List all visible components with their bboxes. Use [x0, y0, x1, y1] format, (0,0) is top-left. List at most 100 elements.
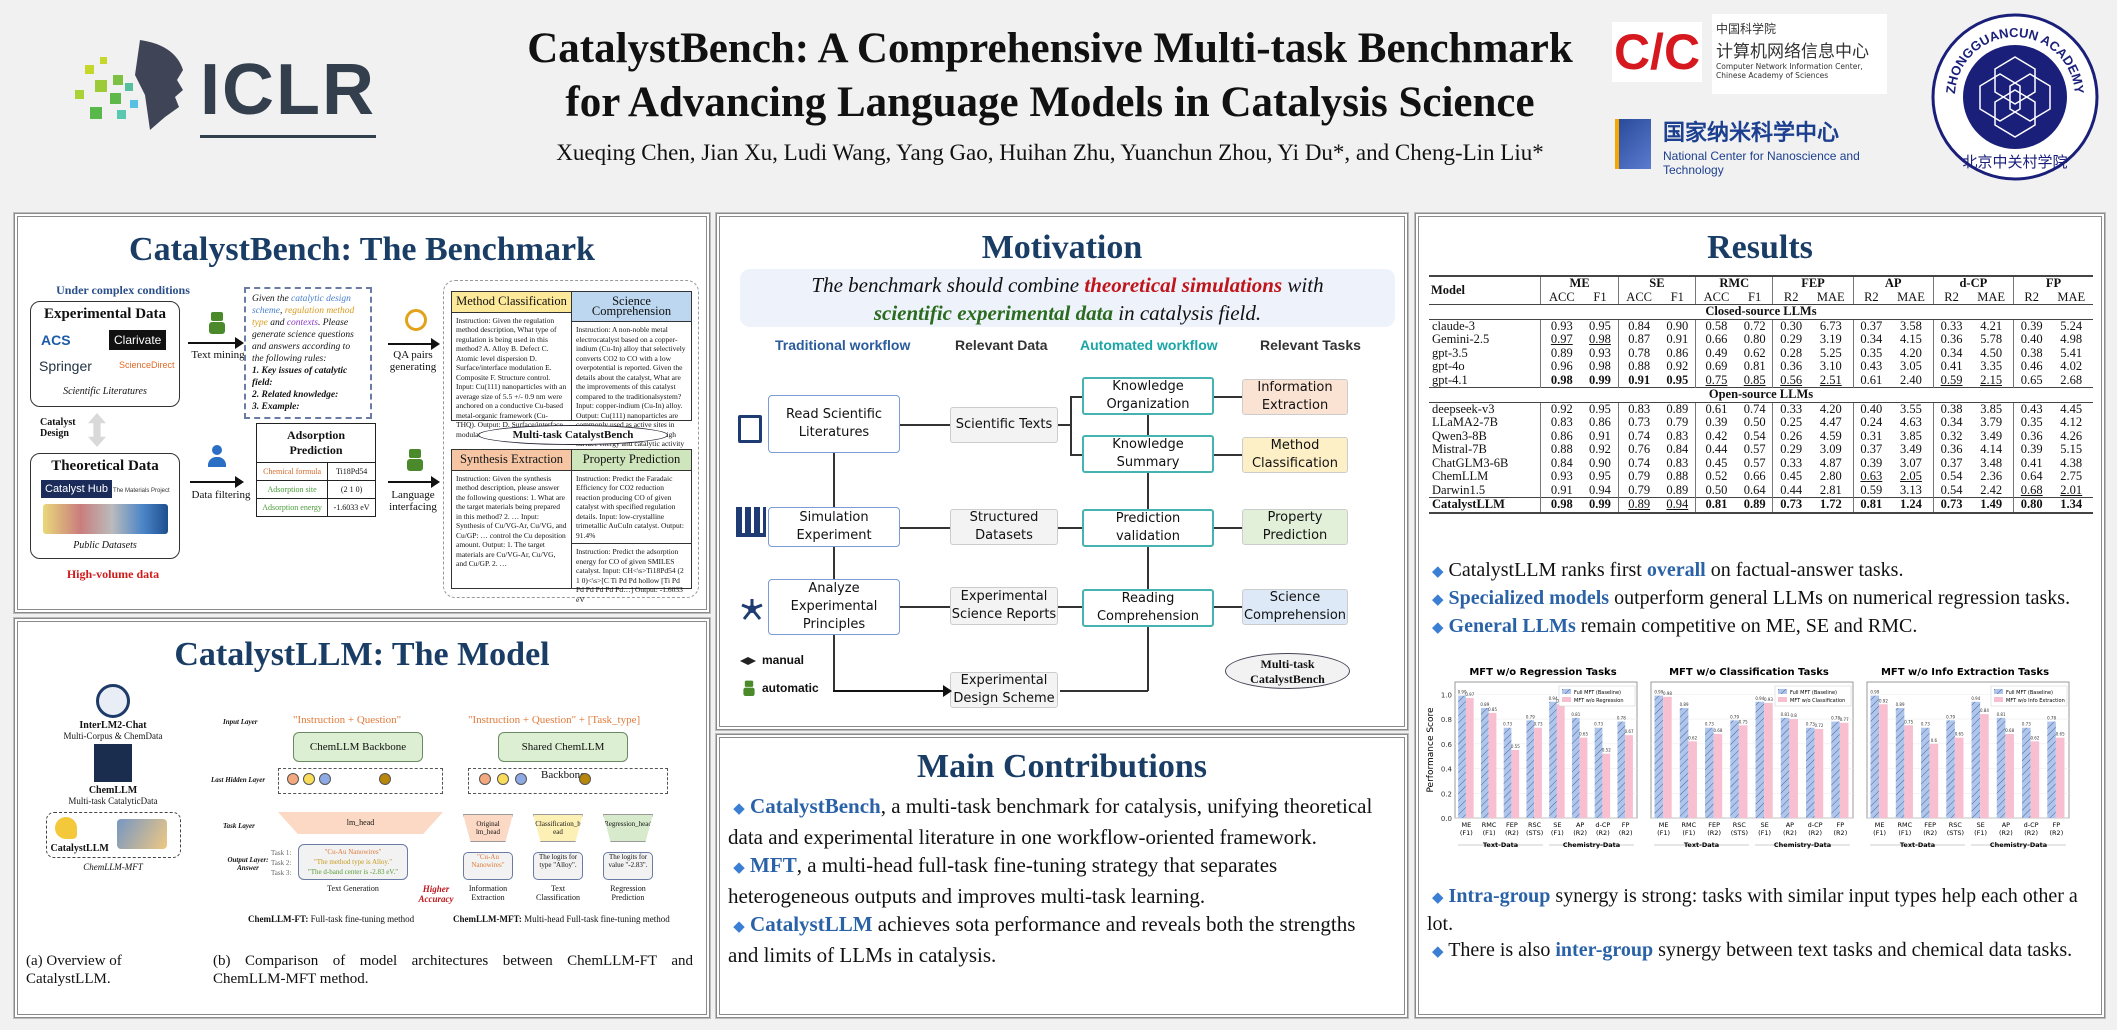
x-tick-label: SE — [1761, 821, 1769, 829]
column-data: Relevant Data — [955, 337, 1048, 353]
title-line-2: for Advancing Language Models in Catalys… — [565, 79, 1535, 126]
ncnst-cn-name: 国家纳米科学中心 — [1663, 121, 1840, 146]
iclr-logo: ICLR — [55, 35, 405, 138]
metric-value: 0.62 — [1743, 345, 1766, 360]
x-tick-label: d-CP — [1595, 821, 1610, 829]
auto-reading-comprehension: Reading Comprehension — [1082, 589, 1214, 627]
bar-ablation — [1929, 743, 1939, 818]
bar-baseline — [1679, 707, 1689, 818]
metric-value: 3.85 — [1900, 428, 1922, 443]
model-name: gpt-4o — [1432, 359, 1465, 373]
metric-value: 0.34 — [1932, 346, 1970, 360]
language-interfacing-label: Language interfacing — [389, 489, 437, 513]
data-design-scheme: Experimental Design Scheme — [950, 672, 1058, 708]
legend-swatch — [1994, 689, 2003, 694]
legend-swatch — [1562, 689, 1571, 694]
bar-value-label: 0.73 — [1806, 722, 1815, 727]
metric-value: 0.40 — [2012, 332, 2050, 347]
metric-value: 0.61 — [1852, 373, 1890, 388]
contributions-list: ◆ CatalystBench, a multi-task benchmark … — [728, 792, 1388, 969]
metric-value: 0.39 — [1852, 456, 1890, 470]
x-tick-label: (STS) — [1731, 829, 1748, 837]
x-tick-label: ME — [1875, 821, 1885, 829]
group-label: Open-source LLMs — [1429, 387, 2093, 403]
chemllm-logo-icon — [94, 744, 132, 782]
metric-value: 0.50 — [1695, 483, 1737, 498]
metric-value: 2.40 — [1900, 372, 1922, 387]
poster-title: CatalystBench: A Comprehensive Multi-tas… — [470, 22, 1630, 130]
ncnst-mark-icon — [1615, 119, 1651, 169]
metric-value: 6.73 — [1819, 318, 1842, 333]
molecule-network-icon — [740, 597, 764, 621]
x-tick-label: ME — [1659, 821, 1669, 829]
chart-title: MFT w/o Classification Tasks — [1669, 667, 1829, 678]
metric-value: 3.19 — [1819, 332, 1842, 346]
auto-prediction-validation: Prediction validation — [1082, 509, 1214, 547]
x-tick-label: RSC — [1733, 821, 1747, 829]
metric-value: 0.83 — [1666, 428, 1689, 443]
legend-label: Full MFT (Baseline) — [1790, 690, 1837, 696]
bar-value-label: 0.73 — [1705, 722, 1714, 727]
metric-value: 4.50 — [1980, 345, 2003, 360]
metric-value: 0.79 — [1666, 415, 1689, 429]
metric-header: R2 — [1932, 290, 1970, 305]
group-label: Chemistry-Data — [1774, 841, 1831, 849]
x-tick-label: (R2) — [1573, 829, 1587, 837]
x-tick-label: (R2) — [2050, 829, 2064, 837]
metric-value: 2.36 — [1980, 469, 2003, 483]
robot-icon — [208, 312, 226, 336]
x-tick-label: (R2) — [1619, 829, 1633, 837]
task-science-comprehension: Science Comprehension — [1242, 589, 1348, 625]
column-automated: Automated workflow — [1080, 337, 1218, 353]
x-tick-label: d-CP — [2024, 821, 2039, 829]
legend-label: Full MFT (Baseline) — [2006, 690, 2053, 696]
science-comprehension-card: Science Comprehension Instruction: A non… — [571, 291, 692, 458]
openai-logo-icon — [405, 309, 427, 331]
metric-value: 0.84 — [1666, 442, 1689, 456]
metric-value: 4.47 — [1819, 415, 1842, 429]
metric-value: 0.52 — [1695, 469, 1737, 484]
metric-value: 0.57 — [1743, 455, 1766, 470]
x-tick-label: (R2) — [1834, 829, 1848, 837]
x-tick-label: FP — [1837, 821, 1845, 829]
metric-value: 2.01 — [2060, 482, 2083, 497]
metric-value: 3.13 — [1900, 482, 1922, 497]
title-line-1: CatalystBench: A Comprehensive Multi-tas… — [527, 25, 1573, 72]
bar-value-label: 0.99 — [1458, 690, 1467, 695]
legend-automatic: automatic — [762, 681, 819, 695]
group-label: Chemistry-Data — [1563, 841, 1620, 849]
y-tick-label: 0.0 — [1441, 815, 1452, 823]
cnic-en-line2: Chinese Academy of Sciences — [1716, 71, 1829, 80]
data-filtering-arrow — [190, 476, 244, 488]
bar-value-label: 0.78 — [1831, 716, 1840, 721]
multitask-cards: Method Classification Instruction: Given… — [443, 280, 699, 604]
metric-value: 0.66 — [1695, 332, 1737, 347]
model-name: Mistral-7B — [1432, 442, 1487, 456]
x-tick-label: FP — [1622, 821, 1630, 829]
iclr-head-icon — [75, 40, 183, 130]
metric-value: 0.93 — [1589, 345, 1611, 360]
bar-baseline — [1654, 695, 1664, 818]
x-tick-label: RMC — [1482, 821, 1497, 829]
theoretical-caption: Public Datasets — [73, 540, 137, 551]
results-bullets-bottom: ◆ Intra-group synergy is strong: tasks w… — [1427, 883, 2092, 965]
metric-header: MAE — [1808, 290, 1854, 305]
legend — [1990, 685, 2068, 707]
metric-value: 0.83 — [1540, 415, 1583, 430]
metric-value: 0.81 — [1743, 359, 1766, 373]
bar-value-label: 0.67 — [1625, 729, 1634, 734]
y-tick-label: 0.2 — [1441, 790, 1452, 798]
bar-value-label: 0.92 — [1879, 698, 1888, 703]
metric-header: ACC — [1540, 290, 1583, 305]
metric-value: 0.98 — [1589, 332, 1611, 346]
bar-value-label: 0.81 — [1781, 712, 1790, 717]
y-tick-label: 0.8 — [1441, 716, 1452, 724]
metric-value: 0.99 — [1589, 372, 1611, 387]
author-list: Xueqing Chen, Jian Xu, Ludi Wang, Yang G… — [556, 140, 1544, 165]
legend-manual: manual — [762, 653, 805, 667]
